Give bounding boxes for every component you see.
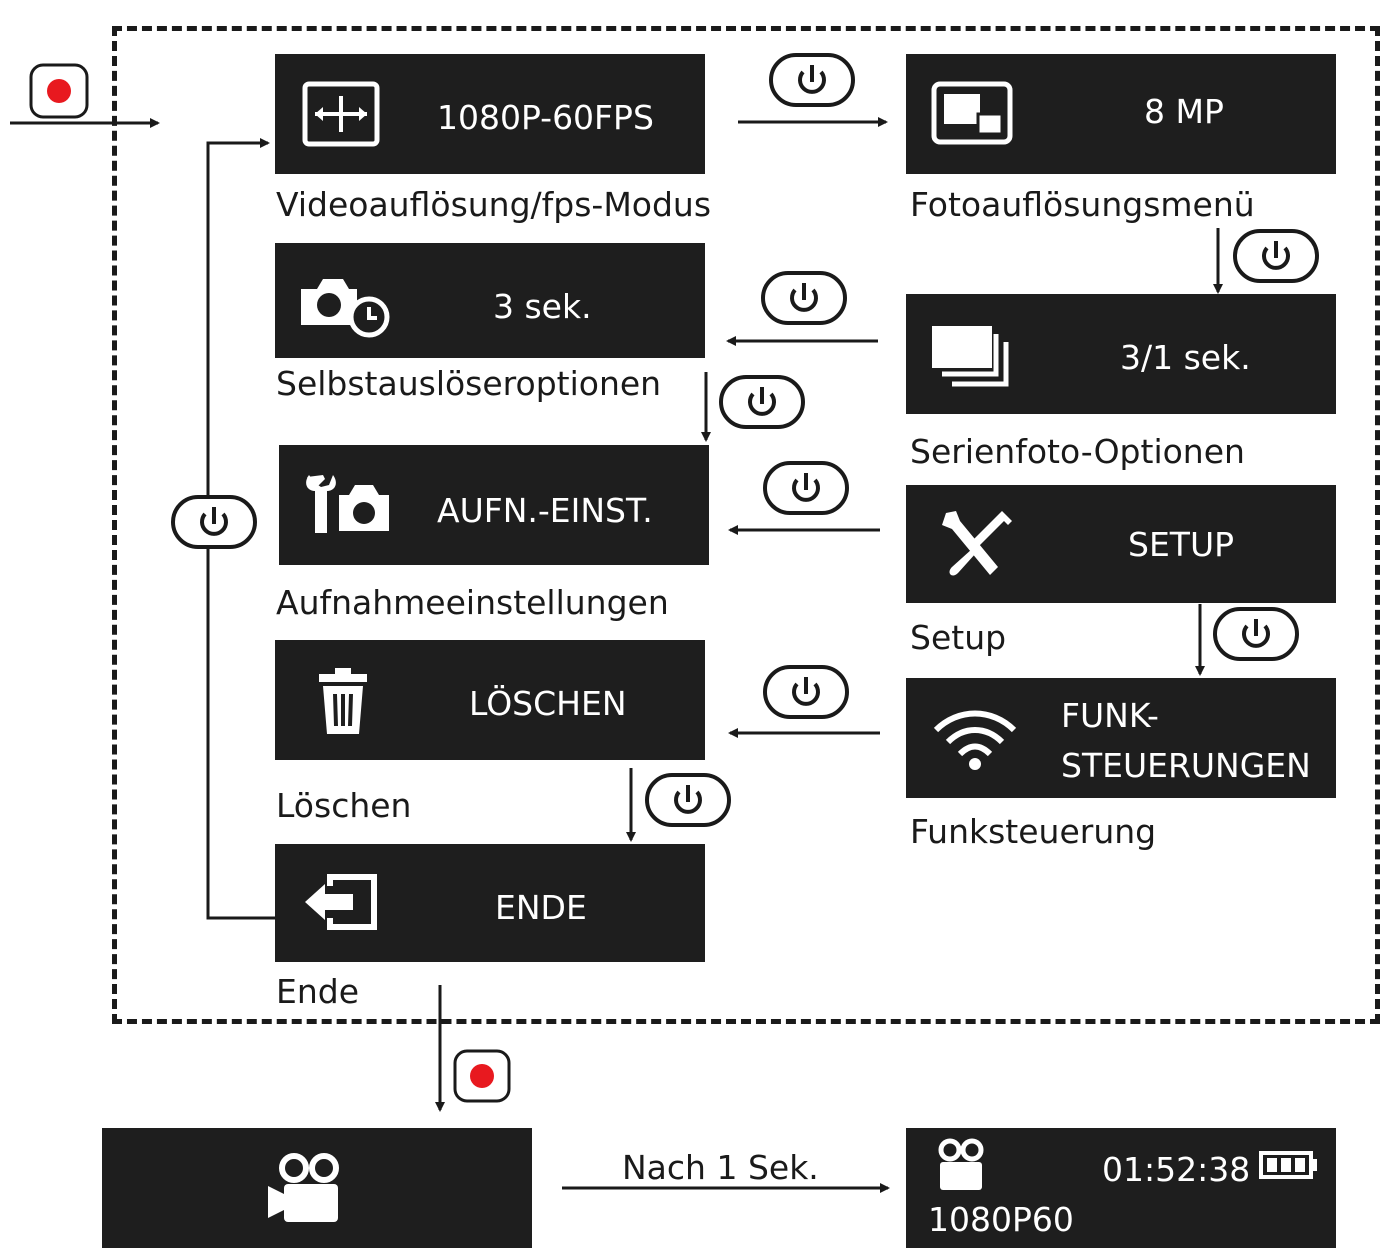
power-button-icon (719, 375, 805, 429)
self-timer-value: 3 sek. (493, 287, 592, 326)
record-button-icon (29, 63, 89, 119)
photo-resolution-box: 8 MP (906, 54, 1336, 174)
setup-value: SETUP (1128, 525, 1235, 564)
burst-photo-value: 3/1 sek. (1120, 338, 1251, 377)
self-timer-box: 3 sek. (275, 243, 705, 358)
recording-screen: 01:52:38 1080P60 (906, 1128, 1336, 1248)
exit-caption: Ende (276, 972, 360, 1011)
capture-settings-caption: Aufnahmeeinstellungen (276, 583, 669, 622)
wrench-camera-icon (306, 475, 389, 533)
power-button-icon (763, 665, 849, 719)
video-resolution-value: 1080P-60FPS (437, 98, 654, 137)
wireless-value-line1: FUNK- (1061, 696, 1159, 735)
exit-icon (305, 874, 377, 930)
trash-icon (319, 668, 367, 734)
power-button-icon (171, 495, 257, 549)
video-camera-small-icon (938, 1138, 984, 1190)
power-button-icon (1233, 229, 1319, 283)
power-button-icon (645, 773, 731, 827)
wireless-caption: Funksteuerung (910, 812, 1157, 851)
power-button-icon (769, 53, 855, 107)
burst-photos-icon (932, 326, 1009, 387)
recording-timecode: 01:52:38 (1102, 1150, 1251, 1189)
delete-value: LÖSCHEN (469, 684, 627, 723)
tools-icon (942, 511, 1012, 576)
burst-photo-caption: Serienfoto-Optionen (910, 432, 1245, 471)
recording-mode: 1080P60 (928, 1200, 1074, 1239)
resolution-icon (302, 81, 380, 147)
capture-settings-value: AUFN.-EINST. (437, 491, 653, 530)
video-resolution-box: 1080P-60FPS (275, 54, 705, 174)
exit-value: ENDE (495, 888, 587, 927)
video-resolution-caption: Videoauflösung/fps-Modus (276, 185, 712, 224)
setup-box: SETUP (906, 485, 1336, 603)
delete-caption: Löschen (276, 786, 412, 825)
self-timer-caption: Selbstauslöseroptionen (276, 364, 662, 403)
after-one-second-label: Nach 1 Sek. (622, 1148, 819, 1187)
wifi-icon (933, 710, 1017, 770)
photo-size-icon (931, 81, 1013, 145)
record-button-icon (453, 1049, 511, 1103)
burst-photo-box: 3/1 sek. (906, 294, 1336, 414)
battery-icon (1259, 1151, 1317, 1179)
video-mode-screen (102, 1128, 532, 1248)
exit-box: ENDE (275, 844, 705, 962)
wireless-box: FUNK- STEUERUNGEN (906, 678, 1336, 798)
delete-box: LÖSCHEN (275, 640, 705, 760)
video-camera-icon (268, 1153, 339, 1222)
wireless-value-line2: STEUERUNGEN (1061, 746, 1311, 785)
camera-timer-icon (301, 279, 390, 338)
power-button-icon (763, 461, 849, 515)
capture-settings-box: AUFN.-EINST. (279, 445, 709, 565)
power-button-icon (1213, 607, 1299, 661)
menu-region-dashed-border (112, 26, 1380, 1024)
photo-resolution-value: 8 MP (1144, 92, 1224, 131)
power-button-icon (761, 271, 847, 325)
setup-caption: Setup (910, 618, 1007, 657)
photo-resolution-caption: Fotoauflösungsmenü (910, 185, 1255, 224)
